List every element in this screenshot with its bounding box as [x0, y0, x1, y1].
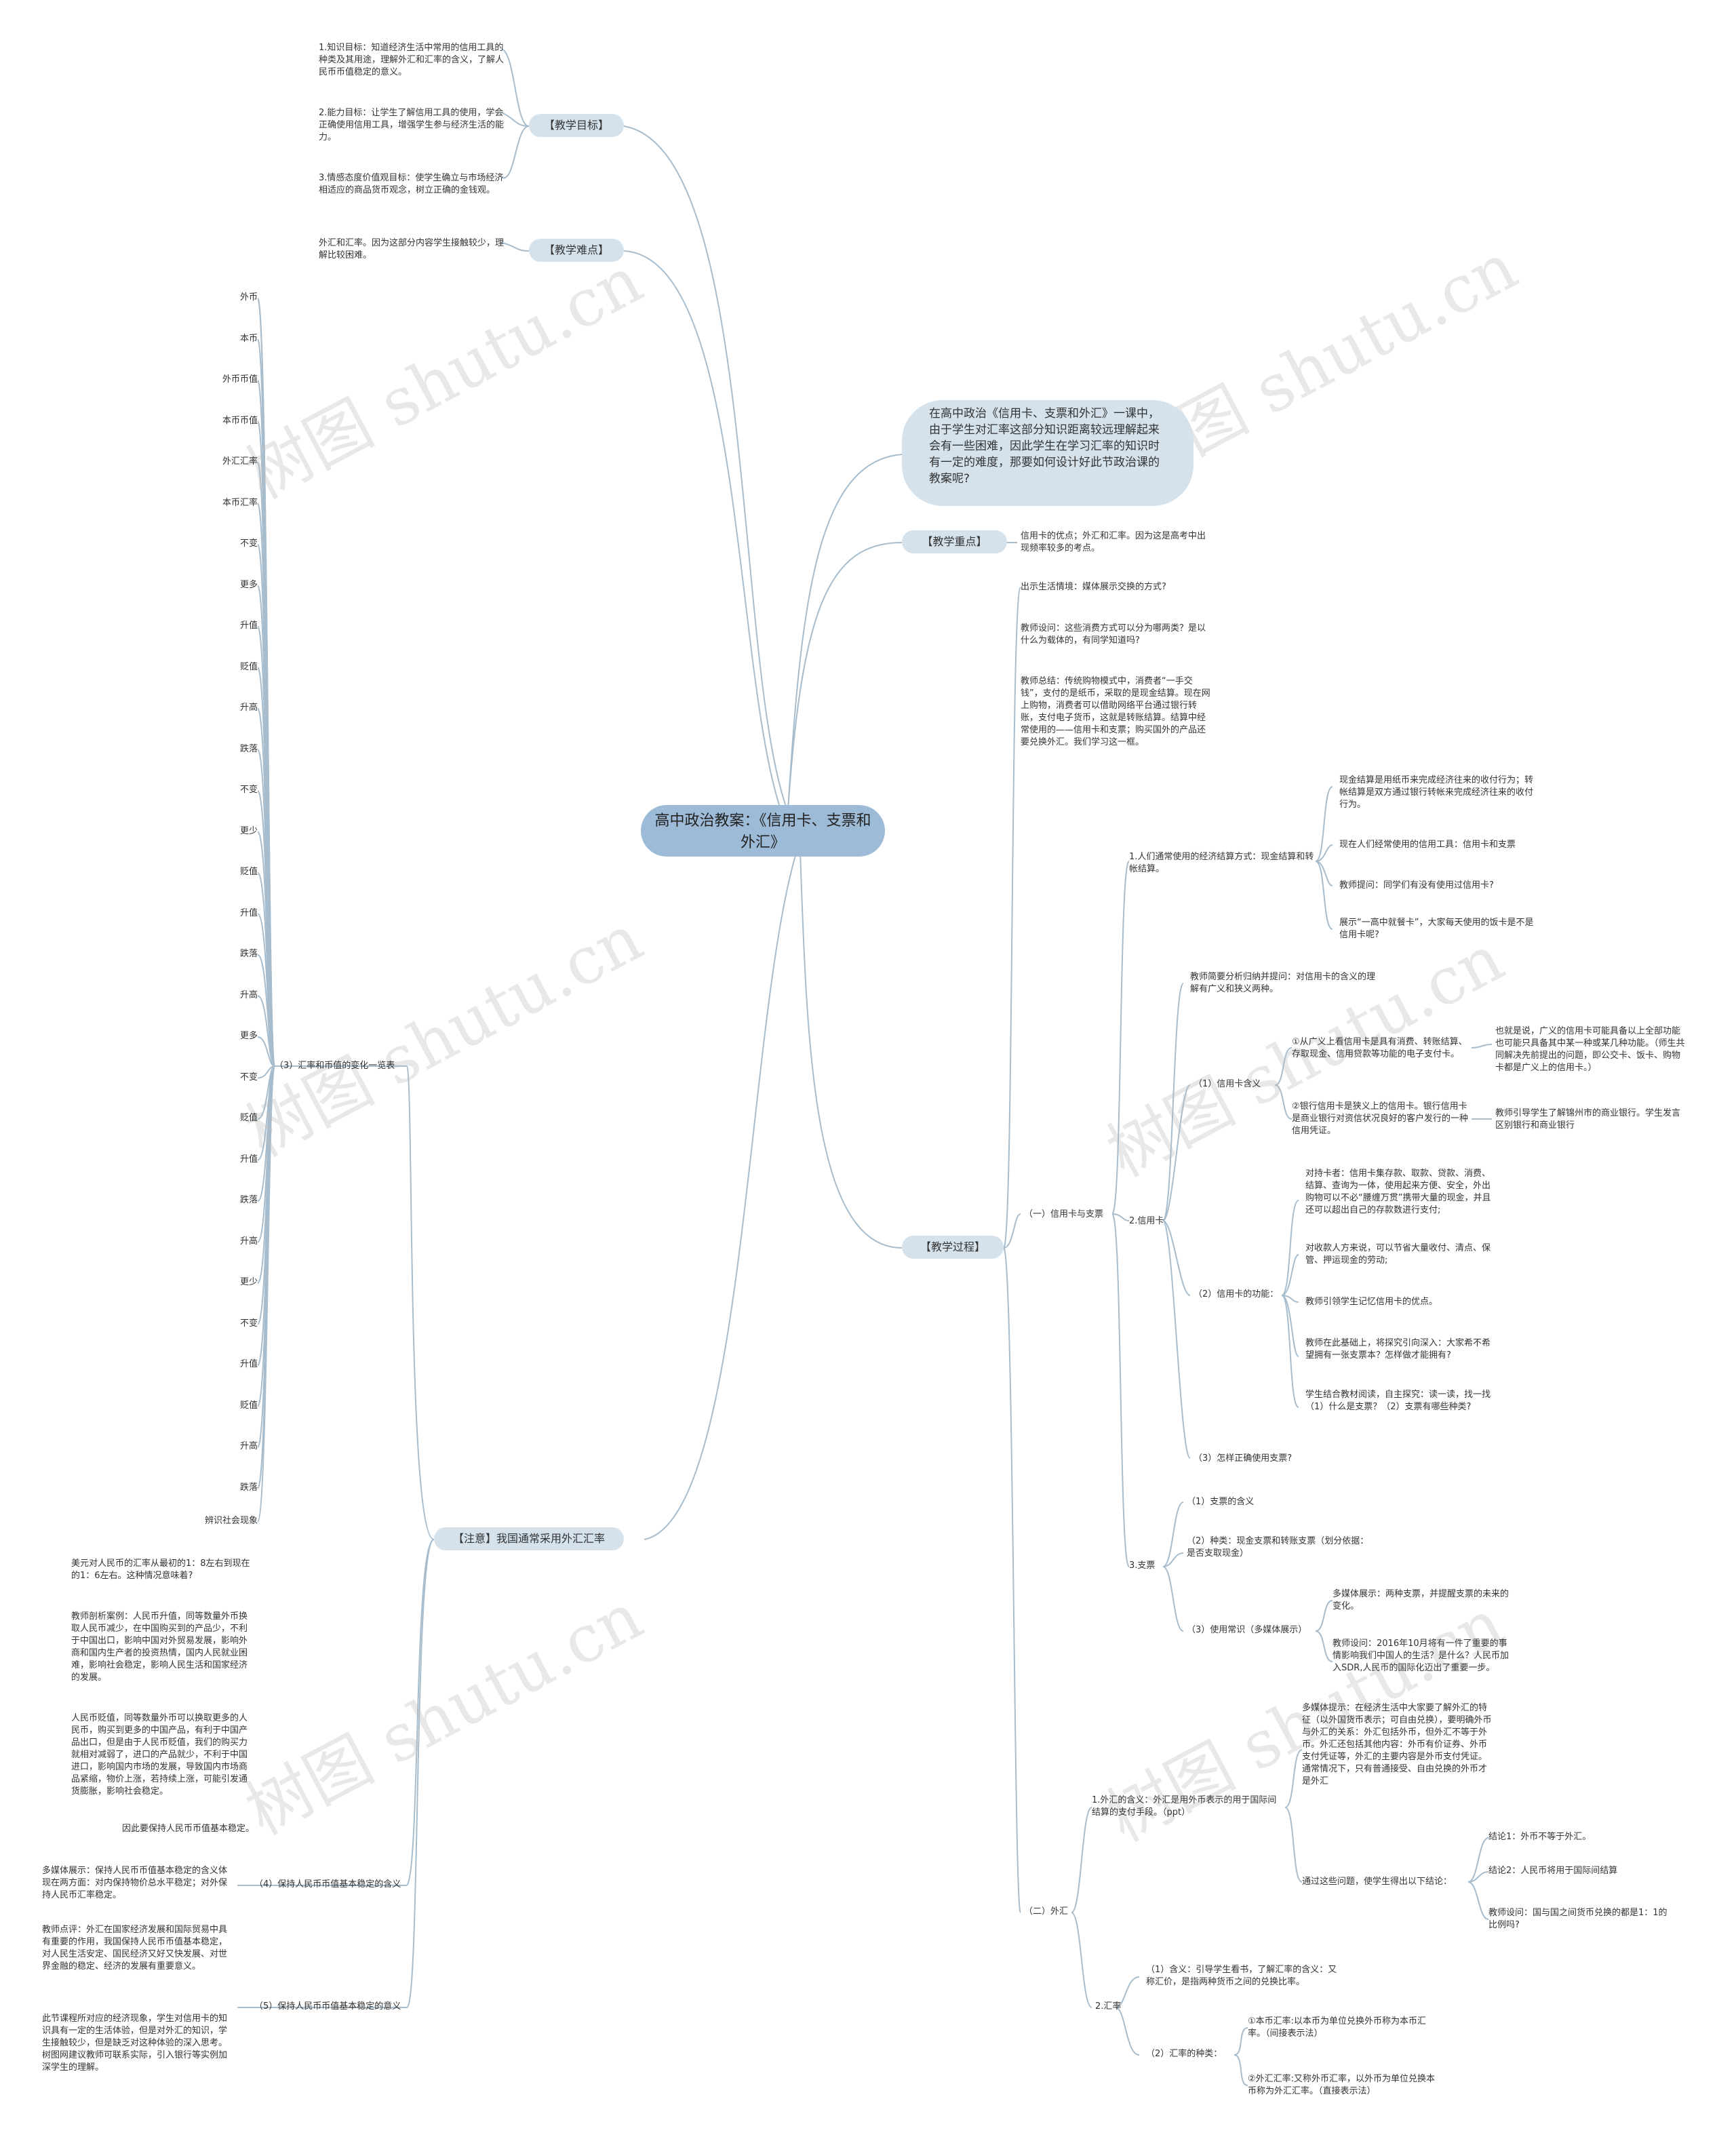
c2-item: 对收款人方来说，可以节省大量收付、清点、保管、押运现金的劳动;: [1305, 1243, 1491, 1266]
rate-table-item: 不变: [239, 1072, 258, 1082]
rate-table-connector: [257, 995, 275, 1067]
rate-table-item: 贬值: [239, 1113, 258, 1123]
process-pre: 教师总结：传统购物模式中，消费者“一手交钱”，支付的是纸币，采取的是现金结算。现…: [1021, 676, 1210, 747]
rate-table-item: 外币: [239, 292, 258, 302]
rate-table-item: 贬值: [239, 867, 258, 877]
rate-table-item: 贬值: [239, 661, 258, 672]
rate-type: ①本币汇率:以本币为单位兑换外币称为本币汇率。（间接表示法）: [1248, 2016, 1427, 2039]
part1-s1-item: 教师提问：同学们有没有使用过信用卡?: [1339, 880, 1494, 890]
rate-table-item: 外汇汇率: [222, 456, 258, 467]
notice-text: 教师剖析案例：人民币升值，同等数量外币换取人民币减少，在中国购买到的产品少，不利…: [71, 1611, 248, 1683]
s3-note: 教师设问：2016年10月将有一件了重要的事情影响我们中国人的生活？是什么？人民…: [1333, 1639, 1510, 1673]
part2-s1-label: 1.外汇的含义：外汇是用外币表示的用于国际间结算的支付手段。（ppt）: [1092, 1795, 1277, 1818]
rate-table-item: 升高: [239, 1441, 258, 1451]
rate-table-item: 不变: [239, 538, 258, 549]
c1-label: （1）信用卡含义: [1194, 1079, 1261, 1089]
rate-table-label: （3）汇率和币值的变化一览表: [275, 1061, 395, 1071]
part1-s2-intro: 教师简要分析归纳并提问：对信用卡的含义的理解有广义和狭义两种。: [1190, 972, 1376, 994]
rate-table-item: 升高: [239, 703, 258, 713]
rate-table-connector: [257, 1036, 275, 1067]
rate-table-item: 更少: [239, 825, 258, 836]
rate-table-item: 本币币值: [222, 415, 258, 426]
c2-item: 对持卡者：信用卡集存款、取款、贷款、消费、结算、查询为一体，使用起来方便、安全，…: [1305, 1169, 1491, 1215]
phenomenon-label: 辨识社会现象: [204, 1516, 258, 1526]
intro-bubble[interactable]: 在高中政治《信用卡、支票和外汇》一课中，由于学生对汇率这部分知识距离较远理解起来…: [902, 400, 1194, 506]
rate-table-item: 外币币值: [222, 374, 258, 385]
process-pre: 教师设问：这些消费方式可以分为哪两类？是以什么为载体的，有同学知道吗?: [1021, 623, 1206, 646]
rate-table-item: 升高: [239, 1236, 258, 1247]
part1-s3-label: 3.支票: [1129, 1561, 1156, 1571]
goal-item: 3.情感态度价值观目标：使学生确立与市场经济相适应的商品货币观念，树立正确的金钱…: [319, 173, 504, 195]
rate-table-item: 更多: [239, 1031, 258, 1041]
rate-table-item: 升值: [239, 1154, 258, 1164]
root-node[interactable]: 高中政治教案：《信用卡、支票和外汇》: [641, 805, 885, 857]
process-node[interactable]: 【教学过程】: [902, 1236, 1004, 1259]
rate-table-item: 升高: [239, 989, 258, 1000]
goal-item: 1.知识目标：知道经济生活中常用的信用工具的种类及其用途，理解外汇和汇率的含义，…: [319, 43, 505, 77]
rate-table-item: 不变: [239, 785, 258, 795]
rate-item: （1）含义：引导学生看书，了解汇率的含义：又称汇价，是指两种货币之间的兑换比率。: [1146, 1965, 1337, 1987]
part2-s2-label: 2.汇率: [1095, 2001, 1122, 2012]
s3-item: （3）使用常识（多媒体展示）: [1187, 1625, 1307, 1635]
goals-node[interactable]: 【教学目标】: [529, 114, 624, 137]
c1-item: ②银行信用卡是狭义上的信用卡。银行信用卡是商业银行对资信状况良好的客户发行的一种…: [1292, 1101, 1469, 1136]
part1-s1-item: 展示“一高中就餐卡”，大家每天使用的饭卡是不是信用卡呢?: [1339, 918, 1534, 940]
rate-table-item: 跌落: [239, 1482, 258, 1493]
c2-item: 学生结合教材阅读，自主探究：读一读，找一找（1）什么是支票？（2）支票有哪些种类…: [1305, 1390, 1491, 1412]
rate-table-item: 贬值: [239, 1400, 258, 1411]
rate-table-item: 跌落: [239, 743, 258, 754]
c2-item: 教师在此基础上，将探究引向深入：大家希不希望拥有一张支票本？怎样做才能拥有?: [1305, 1338, 1491, 1360]
conclusion: 结论2：人民币将用于国际间结算: [1488, 1866, 1618, 1876]
notice-text: 因此要保持人民币币值基本稳定。: [121, 1824, 254, 1834]
rate-table-item: 升值: [239, 907, 258, 918]
difficulty-node[interactable]: 【教学难点】: [529, 239, 624, 262]
part2-s1-media: 多媒体提示：在经济生活中大家要了解外汇的特征（以外国货币表示；可自由兑换），要明…: [1302, 1703, 1492, 1786]
rate-table-item: 更多: [239, 579, 258, 590]
c2-label: （2）信用卡的功能：: [1194, 1289, 1279, 1299]
rate-table-item: 升值: [239, 621, 258, 631]
s5-text: 此节课程所对应的经济现象，学生对信用卡的知识具有一定的生活体验，但是对外汇的知识…: [42, 2014, 228, 2073]
c1-note: 也就是说，广义的信用卡可能具备以上全部功能也可能只具备其中某一种或某几种功能。（…: [1495, 1026, 1685, 1073]
s5-label: （5）保持人民币币值基本稳定的意义: [254, 2001, 401, 2012]
conclusion: 结论1：外币不等于外汇。: [1488, 1832, 1592, 1842]
c3-label: （3）怎样正确使用支票?: [1194, 1453, 1293, 1464]
part2-label: （二）外汇: [1024, 1906, 1069, 1917]
key-node[interactable]: 【教学重点】: [902, 530, 1007, 553]
notice-text: 人民币贬值，同等数量外币可以换取更多的人民币，购买到更多的中国产品，有利于中国产…: [71, 1713, 248, 1797]
part1-s1-label: 1.人们通常使用的经济结算方式：现金结算和转帐结算。: [1129, 852, 1314, 874]
c1-note: 教师引导学生了解锦州市的商业银行。学生发言区别银行和商业银行: [1495, 1108, 1681, 1131]
rate-item: （2）汇率的种类：: [1146, 2049, 1223, 2059]
part1-s1-item: 现在人们经常使用的信用工具：信用卡和支票: [1339, 840, 1516, 850]
part1-s2-label: 2.信用卡: [1129, 1216, 1164, 1226]
rate-table-item: 不变: [239, 1318, 258, 1329]
rate-table-item: 升值: [239, 1359, 258, 1369]
rate-table-item: 跌落: [239, 949, 258, 959]
rate-table-connector: [257, 1065, 275, 1489]
rate-table-item: 本币: [239, 333, 258, 344]
notice-text: 美元对人民币的汇率从最初的1：8左右到现在的1：6左右。这种情况意味着?: [71, 1558, 250, 1581]
s5-text: 教师点评：外汇在国家经济发展和国际贸易中具有重要的作用，我国保持人民币币值基本稳…: [42, 1925, 228, 1972]
conclusion: 教师设问：国与国之间货币兑换的都是1：1的比例吗?: [1488, 1908, 1668, 1930]
s4-label: （4）保持人民币币值基本稳定的含义: [254, 1879, 401, 1889]
s3-note: 多媒体展示：两种支票，并提醒支票的未来的变化。: [1333, 1589, 1510, 1611]
part1-label: （一）信用卡与支票: [1024, 1209, 1104, 1219]
rate-table-item: 跌落: [239, 1195, 258, 1205]
rate-type: ②外汇汇率:又称外币汇率，以外币为单位兑换本币称为外汇汇率。（直接表示法）: [1248, 2074, 1436, 2096]
c2-item: 教师引领学生记忆信用卡的优点。: [1305, 1297, 1438, 1307]
rate-table-item: 更少: [239, 1277, 258, 1287]
rate-table-item: 本币汇率: [222, 497, 258, 508]
notice-node[interactable]: 【注意】我国通常采用外汇汇率: [434, 1527, 624, 1550]
process-pre: 出示生活情境：媒体展示交换的方式?: [1021, 582, 1166, 592]
difficulty-text: 外汇和汇率。因为这部分内容学生接触较少，理解比较困难。: [319, 238, 505, 260]
s4-text: 多媒体展示：保持人民币币值基本稳定的含义体现在两方面：对内保持物价总水平稳定；对…: [42, 1866, 228, 1900]
part1-s1-item: 现金结算是用纸币来完成经济往来的收付行为；转帐结算是双方通过银行转帐来完成经济往…: [1339, 775, 1534, 810]
c1-item: ①从广义上看信用卡是具有消费、转账结算、存取现金、信用贷款等功能的电子支付卡。: [1292, 1037, 1467, 1059]
part2-s1-q: 通过这些问题，使学生得出以下结论：: [1302, 1877, 1453, 1887]
s3-item: （1）支票的含义: [1187, 1497, 1255, 1507]
key-text: 信用卡的优点；外汇和汇率。因为这是高考中出现频率较多的考点。: [1021, 531, 1206, 553]
s3-item: （2）种类：现金支票和转账支票（划分依据：是否支取现金）: [1187, 1536, 1369, 1558]
goal-item: 2.能力目标：让学生了解信用工具的使用，学会正确使用信用工具，增强学生参与经济生…: [319, 108, 505, 142]
